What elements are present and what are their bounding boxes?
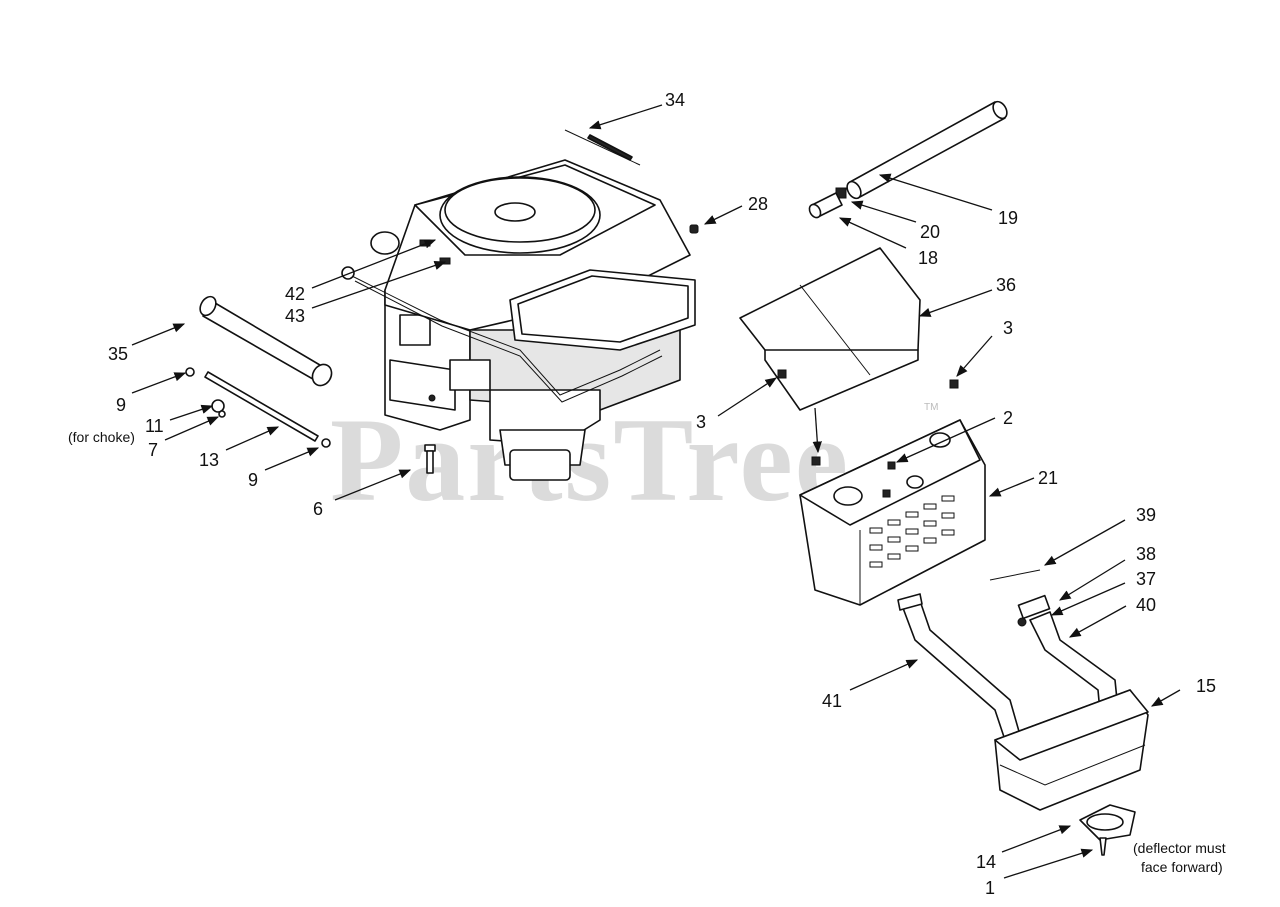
callout-40[interactable]: 40 xyxy=(1136,595,1156,615)
nut-11[interactable] xyxy=(211,399,225,413)
nut-2a[interactable] xyxy=(887,461,896,470)
nut-2b[interactable] xyxy=(882,489,891,498)
sleeve-35[interactable] xyxy=(197,294,335,389)
callout-41[interactable]: 41 xyxy=(822,691,842,711)
fitting-9a[interactable] xyxy=(185,367,195,377)
callout-43[interactable]: 43 xyxy=(285,306,305,326)
screw-3c[interactable] xyxy=(811,456,821,466)
callout-34[interactable]: 34 xyxy=(665,90,685,110)
callout-42[interactable]: 42 xyxy=(285,284,305,304)
callout-11[interactable]: 11 xyxy=(145,416,164,436)
callout-36[interactable]: 36 xyxy=(996,275,1016,295)
bolt-6[interactable] xyxy=(424,444,436,474)
screw-3b[interactable] xyxy=(949,379,959,389)
callout-13[interactable]: 13 xyxy=(199,450,219,470)
rod-13[interactable] xyxy=(204,371,319,442)
screw-1[interactable] xyxy=(1099,837,1107,856)
callout-19[interactable]: 19 xyxy=(998,208,1018,228)
callout-35[interactable]: 35 xyxy=(108,344,128,364)
callout-20[interactable]: 20 xyxy=(920,222,940,242)
hose-19[interactable] xyxy=(844,99,1009,201)
note-deflector-line2: face forward) xyxy=(1141,859,1223,875)
exhaust-pipe-41[interactable] xyxy=(897,593,1021,741)
callout-21[interactable]: 21 xyxy=(1038,468,1058,488)
callout-38[interactable]: 38 xyxy=(1136,544,1156,564)
muffler-guard-21[interactable] xyxy=(799,419,986,606)
callout-2[interactable]: 2 xyxy=(1003,408,1013,428)
leader-lines xyxy=(131,104,1181,879)
note-deflector-line1: (deflector must xyxy=(1133,840,1226,856)
callout-28[interactable]: 28 xyxy=(748,194,768,214)
muffler-15[interactable] xyxy=(994,689,1149,811)
callout-labels: 34 28 19 20 18 42 43 36 35 3 3 9 11 7 2 … xyxy=(108,90,1216,898)
callout-1[interactable]: 1 xyxy=(985,878,995,898)
callout-18[interactable]: 18 xyxy=(918,248,938,268)
callout-37[interactable]: 37 xyxy=(1136,569,1156,589)
vent-slots xyxy=(869,495,955,568)
screw-3a[interactable] xyxy=(777,369,787,379)
note-for-choke: (for choke) xyxy=(68,429,135,445)
engine[interactable] xyxy=(341,159,696,481)
exhaust-pipe-40[interactable] xyxy=(1029,611,1119,713)
bolt-39[interactable] xyxy=(989,569,1041,581)
callout-3-right[interactable]: 3 xyxy=(1003,318,1013,338)
callout-9-bottom[interactable]: 9 xyxy=(248,470,258,490)
callout-39[interactable]: 39 xyxy=(1136,505,1156,525)
callout-7[interactable]: 7 xyxy=(148,440,158,460)
callout-3-left[interactable]: 3 xyxy=(696,412,706,432)
watermark-trademark: TM xyxy=(924,402,938,413)
callout-9-top[interactable]: 9 xyxy=(116,395,126,415)
callout-6[interactable]: 6 xyxy=(313,499,323,519)
deflector-14[interactable] xyxy=(1079,804,1136,841)
washer-7[interactable] xyxy=(218,410,226,418)
fitting-18[interactable] xyxy=(807,192,843,220)
clamp-37-38[interactable] xyxy=(1017,594,1051,627)
decal-strip-34[interactable] xyxy=(564,129,641,166)
heat-shield-36[interactable] xyxy=(739,247,921,411)
callout-15[interactable]: 15 xyxy=(1196,676,1216,696)
callout-14[interactable]: 14 xyxy=(976,852,996,872)
nut-28[interactable] xyxy=(689,224,699,234)
fitting-9b[interactable] xyxy=(321,438,331,448)
